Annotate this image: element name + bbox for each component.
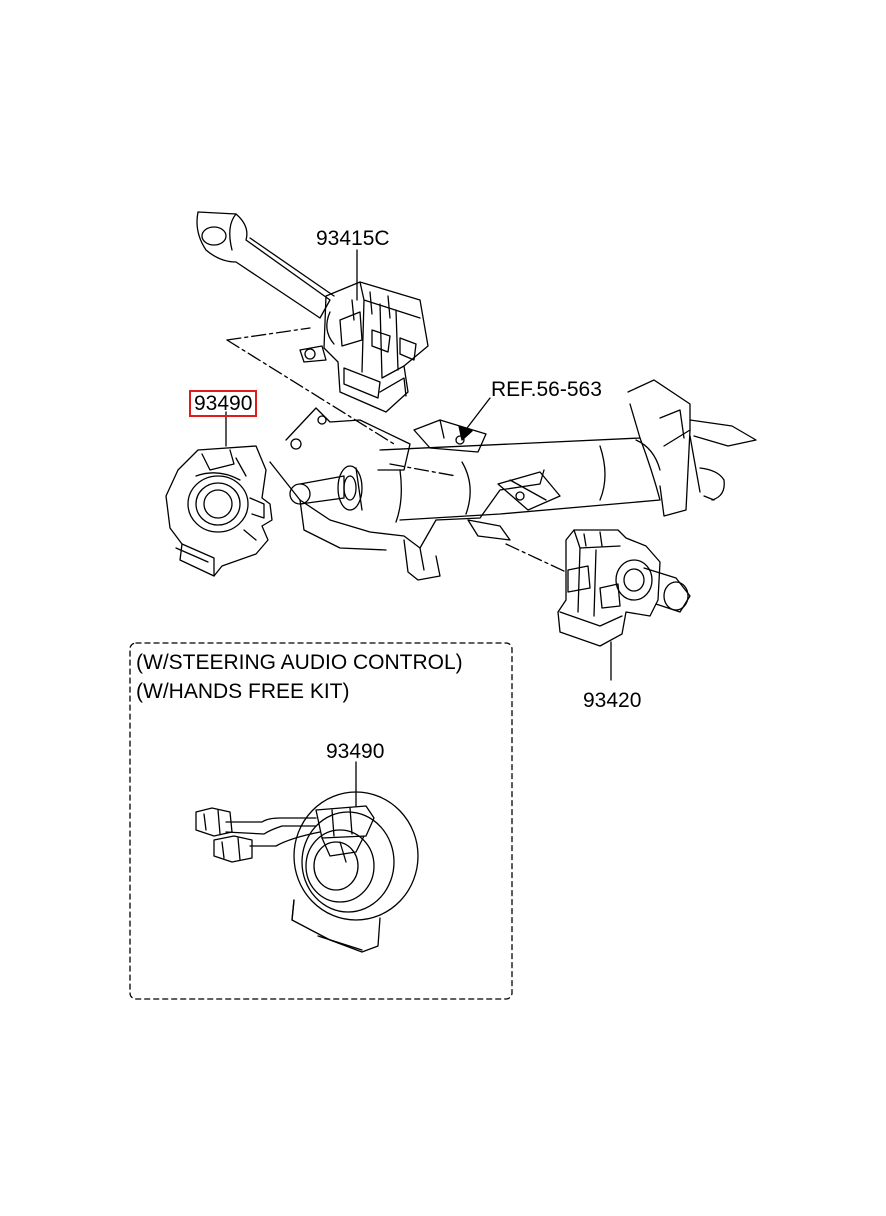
label-93420: 93420	[583, 689, 642, 712]
turn-signal-switch-drawing	[196, 211, 429, 413]
wiper-switch-drawing	[557, 529, 691, 647]
label-93415c: 93415C	[316, 227, 390, 250]
label-93490-option: 93490	[326, 740, 385, 763]
clock-spring-option-drawing	[195, 791, 419, 953]
option-box	[129, 642, 513, 1000]
option-note-hands-free: (W/HANDS FREE KIT)	[136, 680, 350, 703]
label-93490-highlighted: 93490	[189, 390, 258, 417]
clock-spring-drawing	[165, 445, 273, 577]
option-note-steering-audio: (W/STEERING AUDIO CONTROL)	[136, 651, 463, 674]
steering-column-drawing	[269, 379, 757, 581]
label-ref-56-563: REF.56-563	[491, 378, 602, 401]
